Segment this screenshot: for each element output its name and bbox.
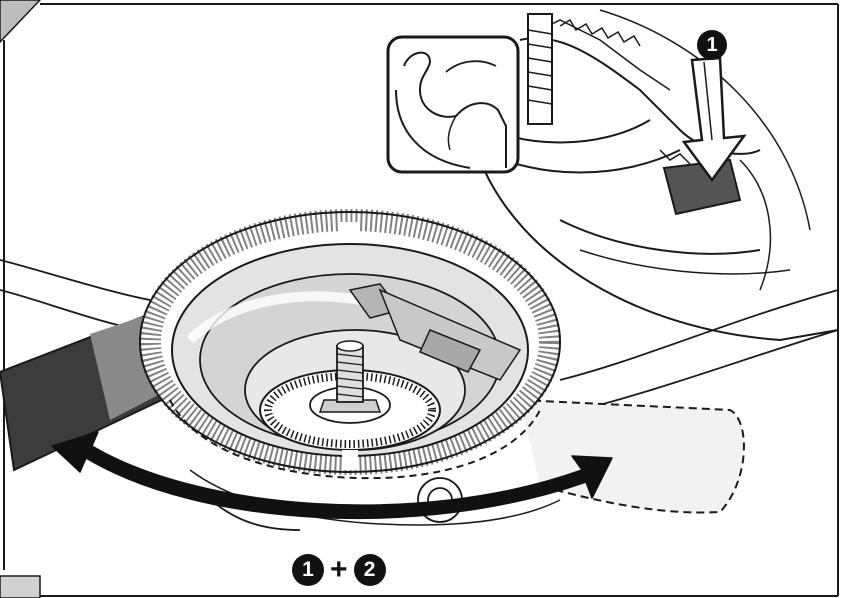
detail-view-spindle-lock (469, 9, 839, 342)
guard-rotated-position-outline (519, 399, 745, 514)
step-badge-1: 1 (697, 30, 727, 60)
flexed-arm-icon (386, 35, 520, 174)
dust-guard (139, 209, 561, 480)
down-arrow-icon (681, 56, 747, 183)
step-badge-combined-1: 1 (292, 554, 324, 586)
curved-double-arrow-icon (51, 431, 613, 520)
corner-tab-bottom-left (0, 575, 41, 598)
corner-tab-top-left (0, 0, 42, 44)
step-badge-combined-2: 2 (353, 554, 386, 586)
plus-sign: + (330, 553, 348, 586)
step-combination-label: 1 + 2 (292, 553, 386, 587)
diagram-frame (3, 3, 839, 597)
